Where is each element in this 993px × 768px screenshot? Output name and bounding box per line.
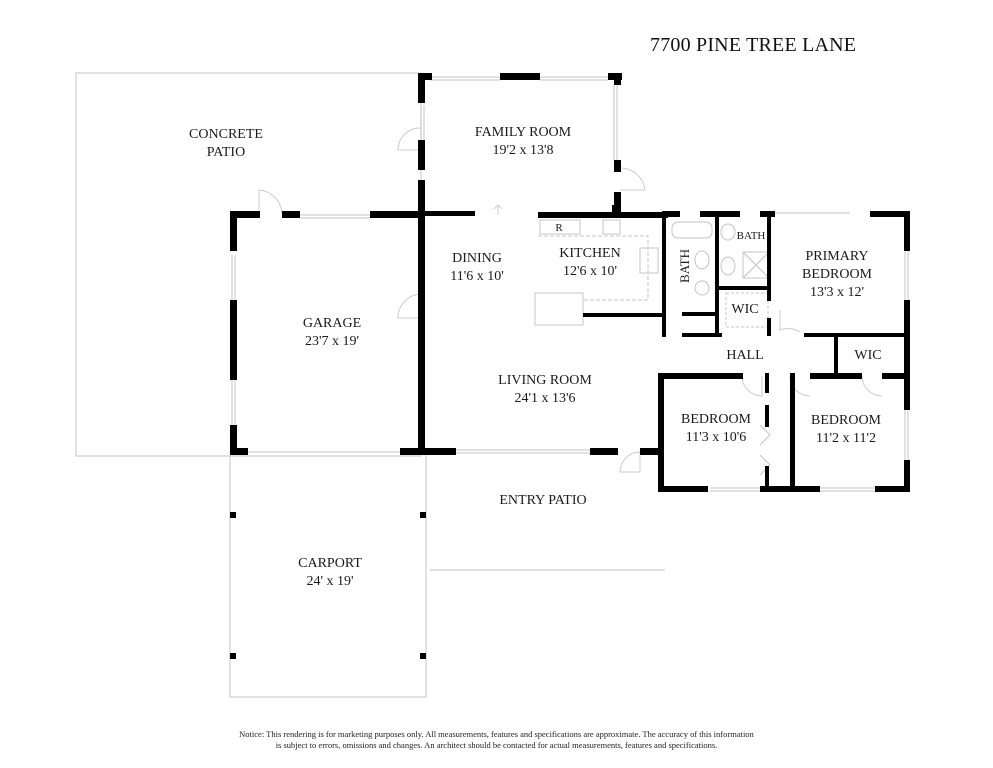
room-dims: 23'7 x 19': [304, 334, 360, 349]
sink-primary: [720, 223, 736, 241]
room-name: BEDROOM: [810, 413, 882, 428]
room-entry-patio: ENTRY PATIO: [499, 493, 587, 508]
counter-line: [538, 235, 649, 301]
room-dims: 24' x 19': [306, 574, 354, 589]
room-wic-bedroom: WIC: [854, 348, 882, 363]
closet-doors: [759, 424, 771, 476]
room-concrete-patio: CONCRETE PATIO: [189, 126, 263, 162]
room-hall: HALL: [726, 348, 764, 363]
room-garage: GARAGE 23'7 x 19': [303, 315, 361, 351]
room-dining: DINING 11'6 x 10': [450, 250, 504, 286]
room-name: CONCRETE: [189, 127, 263, 142]
notice-line-1: Notice: This rendering is for marketing …: [239, 729, 754, 739]
wic-shelf: [725, 292, 769, 328]
room-name: KITCHEN: [559, 246, 621, 261]
room-bedroom-2: BEDROOM 11'2 x 11'2: [811, 412, 881, 448]
island: [534, 292, 584, 326]
room-kitchen: KITCHEN 12'6 x 10': [559, 245, 620, 281]
room-name: GARAGE: [302, 316, 362, 331]
room-dims: 11'2 x 11'2: [815, 431, 877, 446]
room-name: CARPORT: [298, 556, 362, 571]
walls: [230, 73, 910, 659]
room-name: DINING: [452, 251, 502, 266]
room-dims: 19'2 x 13'8: [492, 143, 554, 158]
room-bath-primary: BATH: [736, 230, 766, 242]
room-family-room: FAMILY ROOM 19'2 x 13'8: [475, 124, 571, 160]
tub: [671, 221, 713, 239]
room-dims: 11'3 x 10'6: [685, 430, 747, 445]
room-name: BEDROOM: [680, 412, 752, 427]
room-bath-hall: BATH: [676, 249, 692, 283]
outline-lines: [75, 72, 909, 698]
fixtures: [534, 219, 771, 476]
range: [639, 247, 659, 274]
room-dims: 11'6 x 10': [450, 269, 504, 284]
room-name: FAMILY ROOM: [474, 125, 572, 140]
room-dims: 12'6 x 10': [562, 264, 618, 279]
room-dims: 13'3 x 12': [809, 285, 865, 300]
toilet-hall: [694, 250, 710, 270]
refrigerator: [539, 219, 581, 235]
sink-hall: [694, 280, 710, 296]
room-primary-bedroom: PRIMARY BEDROOM 13'3 x 12': [802, 248, 872, 302]
property-title: 7700 PINE TREE LANE: [650, 34, 857, 56]
room-name-line2: BEDROOM: [801, 267, 873, 282]
door-swings: [258, 127, 883, 473]
room-wic-primary: WIC: [731, 302, 759, 317]
room-living-room: LIVING ROOM 24'1 x 13'6: [498, 372, 592, 408]
room-name-line2: PATIO: [206, 145, 246, 160]
toilet-primary: [720, 256, 736, 276]
room-name: LIVING ROOM: [498, 373, 592, 388]
room-dims: 24'1 x 13'6: [514, 391, 576, 406]
room-name: PRIMARY: [805, 249, 869, 264]
disclaimer-notice: Notice: This rendering is for marketing …: [0, 729, 993, 751]
notice-line-2: is subject to errors, omissions and chan…: [275, 740, 718, 750]
sink: [602, 219, 621, 235]
room-bedroom-1: BEDROOM 11'3 x 10'6: [681, 411, 751, 447]
room-carport: CARPORT 24' x 19': [298, 555, 362, 591]
refrigerator-label: R: [555, 222, 563, 234]
carport-outline: [229, 451, 427, 698]
